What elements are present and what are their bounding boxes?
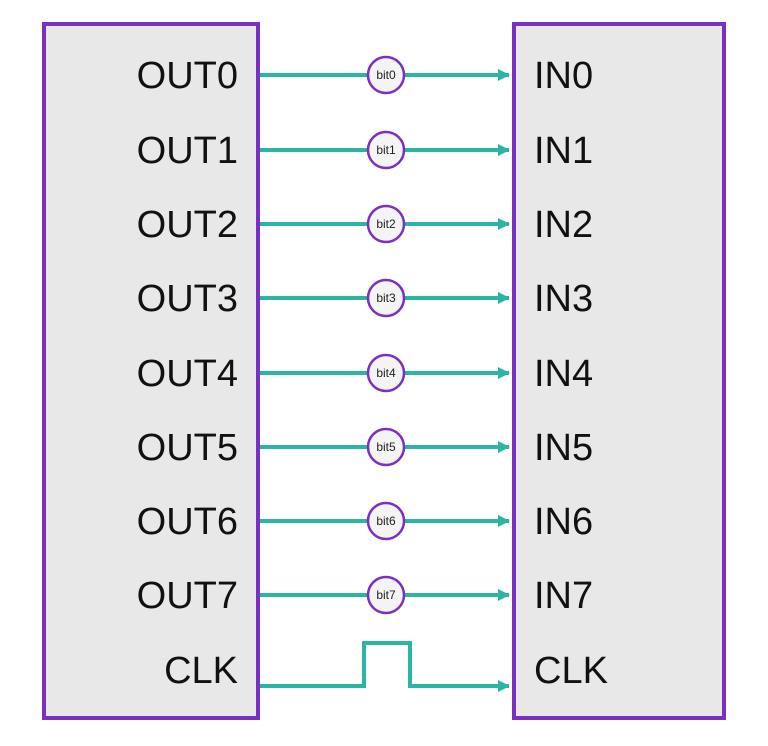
bit-lane: OUT3 bit3 IN3 — [137, 278, 594, 320]
receiver-pin-label: IN3 — [534, 278, 593, 320]
bit-badge — [366, 55, 406, 95]
bit-lane: OUT0 bit0 IN0 — [137, 55, 594, 97]
receiver-pin-label: IN5 — [534, 427, 593, 469]
bit-badge — [366, 353, 406, 393]
sender-pin-label: OUT3 — [137, 278, 238, 320]
bit-lane: OUT7 bit7 IN7 — [137, 575, 594, 617]
receiver-pin-label: IN1 — [534, 130, 593, 172]
bit-lane: OUT6 bit6 IN6 — [137, 501, 594, 543]
sender-pin-label: OUT4 — [137, 353, 238, 395]
bit-badge-label: bit3 — [376, 291, 396, 305]
bit-lane: OUT5 bit5 IN5 — [137, 427, 594, 469]
sender-clock-label: CLK — [164, 650, 238, 692]
bit-badge-label: bit0 — [376, 68, 396, 82]
bit-badge-label: bit1 — [376, 143, 396, 157]
bit-lane: OUT2 bit2 IN2 — [137, 204, 594, 246]
sender-pin-label: OUT0 — [137, 55, 238, 97]
bit-badge — [366, 575, 406, 615]
bit-badge — [366, 427, 406, 467]
sender-pin-label: OUT5 — [137, 427, 238, 469]
sender-pin-label: OUT1 — [137, 130, 238, 172]
sender-pin-label: OUT2 — [137, 204, 238, 246]
receiver-pin-label: IN6 — [534, 501, 593, 543]
sender-block — [42, 22, 260, 720]
bit-badge-label: bit2 — [376, 217, 396, 231]
bit-badge — [366, 130, 406, 170]
bit-badge — [366, 501, 406, 541]
bit-badge — [366, 204, 406, 244]
receiver-pin-label: IN4 — [534, 353, 593, 395]
receiver-pin-label: IN2 — [534, 204, 593, 246]
bit-badge-label: bit6 — [376, 514, 396, 528]
bit-lane: OUT4 bit4 IN4 — [137, 353, 594, 395]
receiver-block — [512, 22, 726, 720]
bit-lane: OUT1 bit1 IN1 — [137, 130, 594, 172]
clock-wire — [260, 641, 510, 692]
receiver-pin-label: IN0 — [534, 55, 593, 97]
sender-pin-label: OUT6 — [137, 501, 238, 543]
receiver-pin-label: IN7 — [534, 575, 593, 617]
clock-lane: CLK CLK — [164, 641, 608, 692]
bit-badge-label: bit4 — [376, 366, 396, 380]
receiver-clock-label: CLK — [534, 650, 608, 692]
sender-pin-label: OUT7 — [137, 575, 238, 617]
bit-badge-label: bit7 — [376, 588, 396, 602]
bit-badge — [366, 278, 406, 318]
bit-badge-label: bit5 — [376, 440, 396, 454]
